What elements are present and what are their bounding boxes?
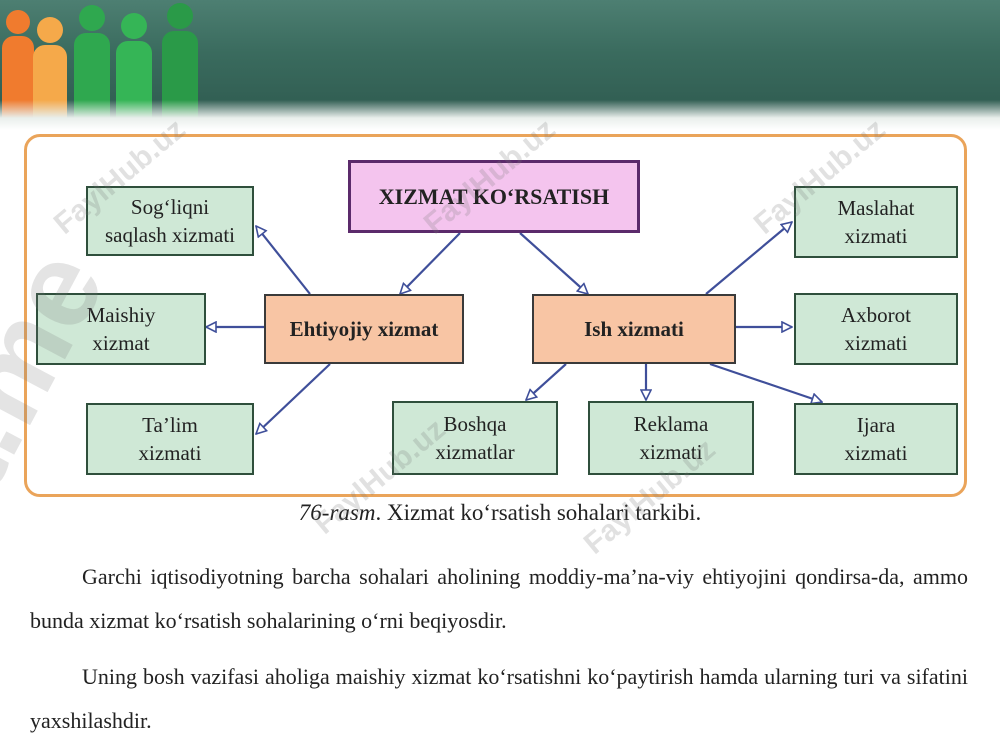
maslahat-line2: xizmati [844, 224, 908, 248]
arrow-ish-maslahat [705, 222, 792, 295]
talim-box: Ta’lim xizmati [86, 403, 254, 475]
sogliqni-line2: saqlash xizmati [104, 223, 236, 247]
arrow-ehtiyojiy-sogliqni [256, 226, 311, 295]
root-label: XIZMAT KOʻRSATISH [378, 183, 610, 209]
arrow-ish-boshqa [526, 363, 567, 400]
axborot-line2: xizmati [844, 331, 908, 355]
reklama-line1: Reklama [633, 412, 709, 436]
figure-caption-text: . Xizmat koʻrsatish sohalari tarkibi. [375, 500, 702, 525]
ish-box: Ish xizmati [532, 294, 736, 364]
paragraph-2: Uning bosh vazifasi aholiga maishiy xizm… [30, 664, 968, 733]
ijara-line2: xizmati [844, 441, 908, 465]
ijara-box: Ijara xizmati [794, 403, 958, 475]
sogliqni-box: Sogʻliqni saqlash xizmati [86, 186, 254, 256]
root-box: XIZMAT KOʻRSATISH [348, 160, 640, 233]
boshqa-line2: xizmatlar [435, 440, 515, 464]
figure-number: 76-rasm [298, 500, 376, 525]
boshqa-line1: Boshqa [443, 412, 507, 436]
ehtiyojiy-box: Ehtiyojiy xizmat [264, 294, 464, 364]
maishiy-line1: Maishiy [86, 303, 156, 327]
talim-line1: Ta’lim [142, 413, 198, 437]
arrow-root-ish [519, 232, 588, 294]
banner-fade [0, 100, 1000, 130]
axborot-line1: Axborot [841, 303, 911, 327]
arrow-root-ehtiyojiy [400, 232, 461, 294]
maslahat-box: Maslahat xizmati [794, 186, 958, 258]
sogliqni-line1: Sogʻliqni [130, 195, 210, 219]
axborot-box: Axborot xizmati [794, 293, 958, 365]
arrow-ish-ijara [709, 362, 822, 402]
reklama-box: Reklama xizmati [588, 401, 754, 475]
ijara-line1: Ijara [856, 413, 896, 437]
maishiy-line2: xizmat [92, 331, 150, 355]
paragraph-1: Garchi iqtisodiyotning barcha sohalari a… [30, 564, 968, 633]
figure-caption: 76-rasm. Xizmat koʻrsatish sohalari tark… [0, 500, 1000, 526]
boshqa-box: Boshqa xizmatlar [392, 401, 558, 475]
arrow-ehtiyojiy-talim [256, 363, 331, 434]
ehtiyojiy-label: Ehtiyojiy xizmat [289, 317, 439, 341]
maishiy-box: Maishiy xizmat [36, 293, 206, 365]
reklama-line2: xizmati [639, 440, 703, 464]
ish-label: Ish xizmati [584, 317, 684, 341]
maslahat-line1: Maslahat [837, 196, 915, 220]
talim-line2: xizmati [138, 441, 202, 465]
